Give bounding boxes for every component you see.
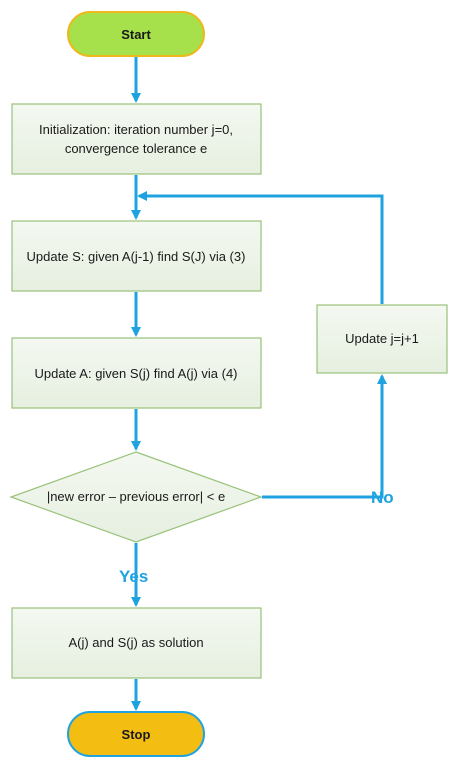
- solution-label: A(j) and S(j) as solution: [68, 635, 203, 650]
- initialization-box: Initialization: iteration number j=0, co…: [11, 103, 262, 175]
- update-s-label: Update S: given A(j-1) find S(J) via (3): [27, 249, 246, 264]
- start-terminal: Start: [67, 11, 205, 57]
- update-j-label: Update j=j+1: [345, 331, 419, 346]
- stop-terminal: Stop: [67, 711, 205, 757]
- update-a-box: Update A: given S(j) find A(j) via (4): [11, 337, 262, 409]
- yes-label: Yes: [119, 567, 148, 586]
- solution-box: A(j) and S(j) as solution: [11, 607, 262, 679]
- decision-label: |new error – previous error| < e: [47, 489, 225, 504]
- start-label: Start: [121, 27, 151, 42]
- update-s-box: Update S: given A(j-1) find S(J) via (3): [11, 220, 262, 292]
- decision-diamond: |new error – previous error| < e: [9, 451, 263, 543]
- arrow-update-j-loop-back: [137, 191, 384, 304]
- initialization-line-2: convergence tolerance e: [65, 141, 207, 156]
- update-a-label: Update A: given S(j) find A(j) via (4): [34, 366, 237, 381]
- no-label: No: [371, 488, 394, 507]
- update-j-box: Update j=j+1: [316, 304, 448, 374]
- initialization-line-1: Initialization: iteration number j=0,: [39, 122, 233, 137]
- arrow-decision-no-to-update-j: [262, 374, 387, 499]
- stop-label: Stop: [122, 727, 151, 742]
